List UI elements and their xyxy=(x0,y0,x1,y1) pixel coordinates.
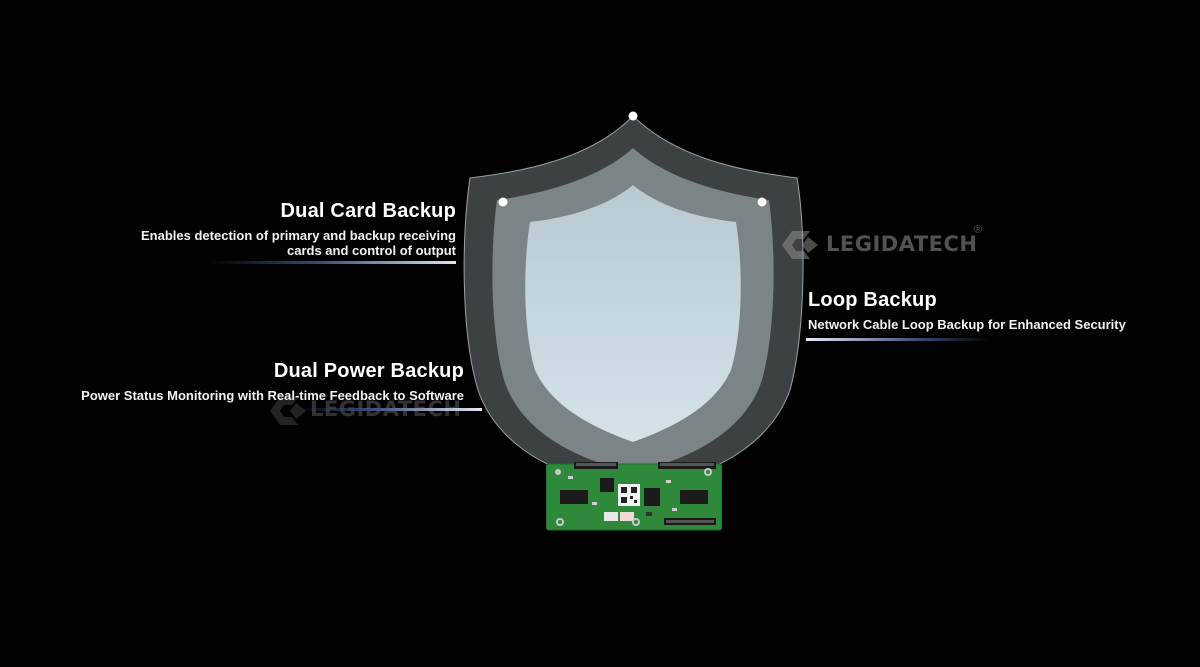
logo-mark-icon xyxy=(270,397,306,425)
accent-underline xyxy=(300,408,482,411)
logo-mark-icon xyxy=(782,231,818,259)
accent-underline xyxy=(806,338,990,341)
feature-title: Dual Power Backup xyxy=(273,360,464,382)
shield-inner-layer xyxy=(525,185,741,442)
feature-dual-power-backup: Dual Power Backup Power Status Monitorin… xyxy=(40,360,464,403)
feature-description: Power Status Monitoring with Real-time F… xyxy=(81,388,464,403)
feature-title: Loop Backup xyxy=(808,289,937,311)
shield-point-left xyxy=(498,197,508,207)
accent-underline xyxy=(210,261,456,264)
shield-point-right xyxy=(757,197,767,207)
feature-description-line: cards and control of output xyxy=(287,243,456,258)
feature-description: Enables detection of primary and backup … xyxy=(100,228,456,258)
feature-description: Network Cable Loop Backup for Enhanced S… xyxy=(808,317,1126,332)
feature-loop-backup: Loop Backup Network Cable Loop Backup fo… xyxy=(808,289,1188,332)
receiving-card-board xyxy=(546,462,722,531)
registered-mark: ® xyxy=(974,224,983,236)
shield-point-top xyxy=(628,111,638,121)
feature-description-line: Enables detection of primary and backup … xyxy=(141,228,456,243)
feature-title: Dual Card Backup xyxy=(280,200,456,222)
feature-dual-card-backup: Dual Card Backup Enables detection of pr… xyxy=(100,200,456,258)
brand-watermark: LEGIDATECH xyxy=(826,232,978,256)
